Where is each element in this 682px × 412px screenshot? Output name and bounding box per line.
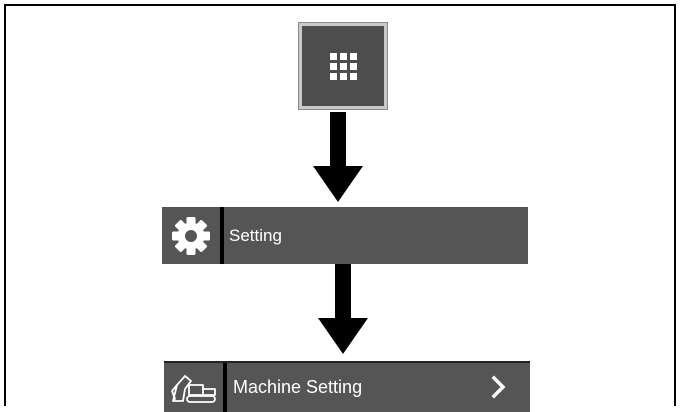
grid-menu-icon bbox=[329, 52, 357, 80]
menu-button[interactable] bbox=[298, 22, 388, 110]
setting-label: Setting bbox=[229, 225, 282, 245]
down-arrow-icon bbox=[313, 112, 363, 202]
machine-setting-menu-item[interactable]: Machine Setting bbox=[164, 361, 530, 412]
machine-setting-label: Machine Setting bbox=[233, 377, 363, 397]
setting-icon-cell bbox=[162, 207, 224, 264]
down-arrow-icon-2 bbox=[318, 264, 368, 354]
gear-icon bbox=[172, 216, 210, 255]
menu-button-face bbox=[302, 26, 384, 106]
excavator-icon bbox=[170, 374, 216, 403]
instruction-frame: Setting Machine Setting bbox=[4, 4, 676, 412]
chevron-right-icon bbox=[491, 375, 506, 399]
machine-setting-icon-cell bbox=[164, 363, 227, 412]
setting-menu-item[interactable]: Setting bbox=[162, 207, 528, 264]
